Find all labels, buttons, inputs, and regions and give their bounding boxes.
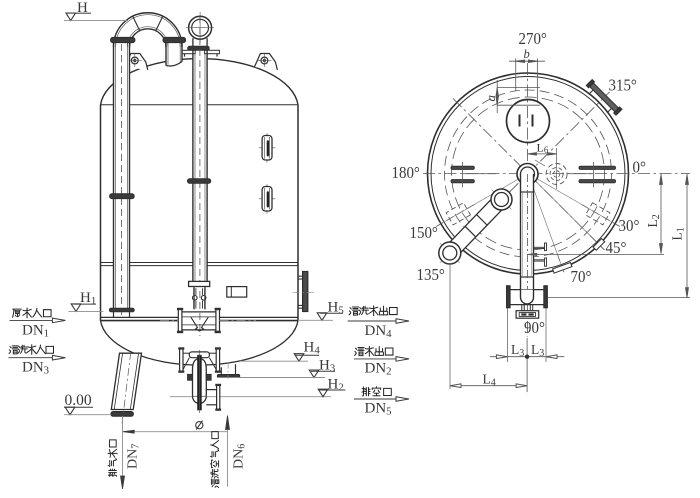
svg-text:DN7: DN7 bbox=[126, 444, 142, 469]
svg-text:30°: 30° bbox=[619, 217, 640, 235]
svg-text:45°: 45° bbox=[606, 239, 627, 257]
svg-text:H3: H3 bbox=[319, 358, 335, 375]
svg-text:270°: 270° bbox=[519, 30, 547, 48]
svg-text:0.00: 0.00 bbox=[65, 392, 92, 409]
svg-text:L6: L6 bbox=[537, 141, 549, 156]
svg-text:H2: H2 bbox=[328, 377, 344, 394]
svg-text:180°: 180° bbox=[392, 164, 420, 182]
svg-text:135°: 135° bbox=[417, 266, 445, 284]
svg-text:a: a bbox=[483, 95, 498, 102]
svg-text:DN6: DN6 bbox=[232, 444, 248, 469]
svg-text:DN1: DN1 bbox=[22, 323, 49, 340]
svg-text:DN4: DN4 bbox=[365, 323, 393, 340]
svg-text:H1: H1 bbox=[80, 290, 96, 307]
svg-text:315°: 315° bbox=[609, 77, 637, 95]
svg-text:90°: 90° bbox=[524, 319, 545, 337]
svg-text:H4: H4 bbox=[304, 340, 321, 357]
svg-text:DN5: DN5 bbox=[365, 401, 392, 418]
svg-text:H5: H5 bbox=[328, 300, 344, 317]
svg-text:b: b bbox=[524, 47, 530, 61]
svg-text:150°: 150° bbox=[410, 224, 438, 242]
svg-text:H: H bbox=[77, 0, 88, 16]
svg-text:70°: 70° bbox=[571, 268, 592, 286]
svg-text:0°: 0° bbox=[633, 159, 646, 177]
svg-text:DN3: DN3 bbox=[22, 360, 49, 377]
svg-text:DN2: DN2 bbox=[365, 361, 392, 378]
